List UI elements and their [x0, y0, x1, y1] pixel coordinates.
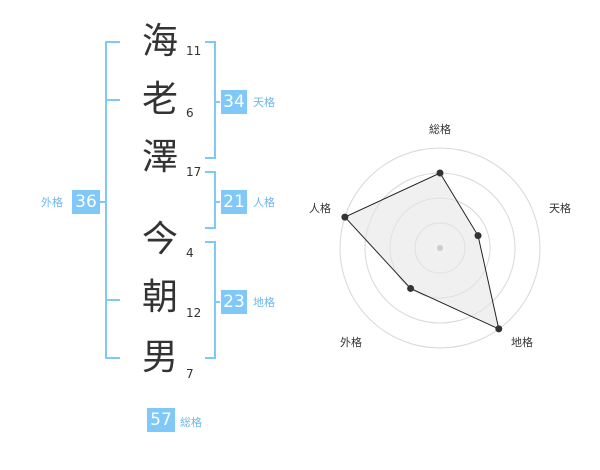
radar-axis-label-chikaku: 地格 [511, 336, 533, 349]
tenkaku-bracket [205, 41, 216, 159]
jinkaku-label: 人格 [253, 196, 275, 209]
name-char-2: 老 [141, 79, 178, 120]
radar-point-2 [474, 232, 482, 240]
name-char-3: 澤 [141, 137, 178, 178]
radar-axis-label-jinkaku: 人格 [309, 202, 331, 215]
name-char-4: 今 [141, 219, 178, 260]
chikaku-label: 地格 [253, 296, 275, 309]
radar-polygon [344, 172, 500, 330]
stroke-count-4: 4 [186, 246, 194, 260]
stroke-count-1: 11 [186, 44, 202, 58]
name-char-6: 男 [141, 337, 178, 378]
stroke-count-6: 7 [186, 367, 194, 381]
name-char-5: 朝 [141, 277, 178, 318]
gaikaku-value: 36 [72, 190, 100, 214]
radar-point-3 [495, 325, 503, 333]
soukaku-label: 総格 [180, 416, 202, 429]
jinkaku-bracket [205, 171, 216, 229]
tenkaku-value: 34 [221, 90, 247, 114]
radar-ring-4 [339, 147, 541, 349]
radar-center [437, 245, 443, 251]
chikaku-bracket [205, 241, 216, 359]
name-char-1: 海 [141, 21, 178, 62]
stroke-count-3: 17 [186, 165, 202, 179]
jinkaku-value: 21 [221, 190, 247, 214]
radar-point-5 [341, 213, 349, 221]
stroke-count-2: 6 [186, 106, 194, 120]
tenkaku-label: 天格 [253, 96, 275, 109]
radar-axis-label-tenkaku: 天格 [549, 202, 571, 215]
stroke-count-5: 12 [186, 306, 202, 320]
soukaku-value: 57 [147, 408, 175, 432]
radar-point-1 [436, 169, 444, 177]
radar-axis-label-gaikaku: 外格 [340, 336, 362, 349]
gaikaku-label: 外格 [41, 196, 63, 209]
gaikaku-bracket [105, 41, 120, 359]
radar-axis-label-soukaku: 総格 [429, 123, 451, 136]
chikaku-value: 23 [221, 290, 247, 314]
radar-point-4 [407, 284, 415, 292]
